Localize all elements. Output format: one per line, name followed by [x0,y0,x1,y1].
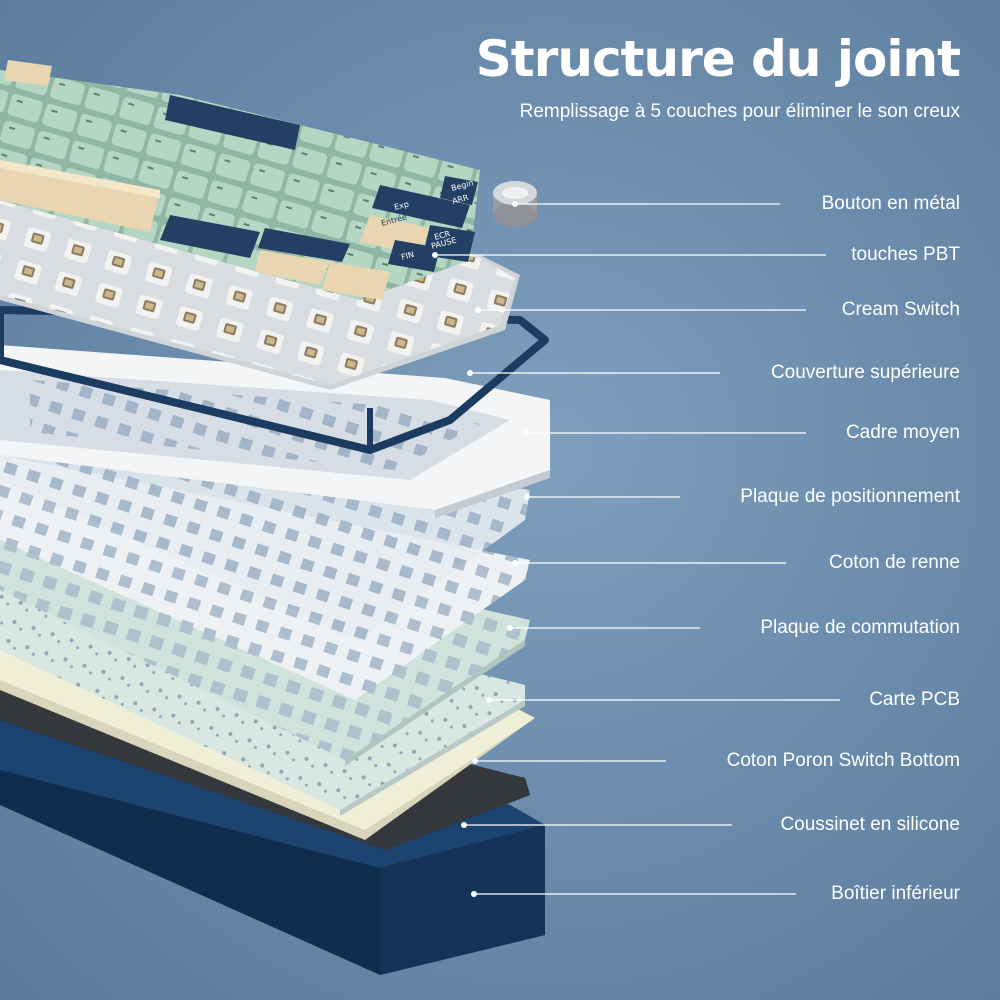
legend-fin: FIN [400,250,415,262]
label-reindeer-cotton: Coton de renne [829,552,960,573]
page-title: Structure du joint [475,30,961,88]
callout-dots [432,201,530,897]
top-cover [0,306,549,454]
label-middle-frame: Cadre moyen [845,422,960,443]
label-pbt-keycaps: touches PBT [851,244,960,265]
switch-layer [0,185,520,390]
label-cream-switch: Cream Switch [841,299,960,320]
page-subtitle: Remplissage à 5 couches pour éliminer le… [519,101,960,122]
legend-arr: ARR [451,193,470,206]
legend-exp: Exp [393,199,410,212]
legend-ecr: ECR [433,229,451,242]
callout-lines [435,203,840,895]
label-pcb: Carte PCB [869,689,960,710]
keycap-layer [0,60,480,300]
label-metal-knob: Bouton en métal [821,193,960,214]
label-positioning-plate: Plaque de positionnement [740,486,960,507]
label-bottom-case: Boîtier inférieur [831,883,960,904]
label-top-cover: Couverture supérieure [770,362,960,383]
label-switch-plate: Plaque de commutation [760,617,960,638]
label-silicone-pad: Coussinet en silicone [780,814,960,835]
metal-knob [493,181,537,227]
label-poron-foam: Coton Poron Switch Bottom [726,750,960,771]
